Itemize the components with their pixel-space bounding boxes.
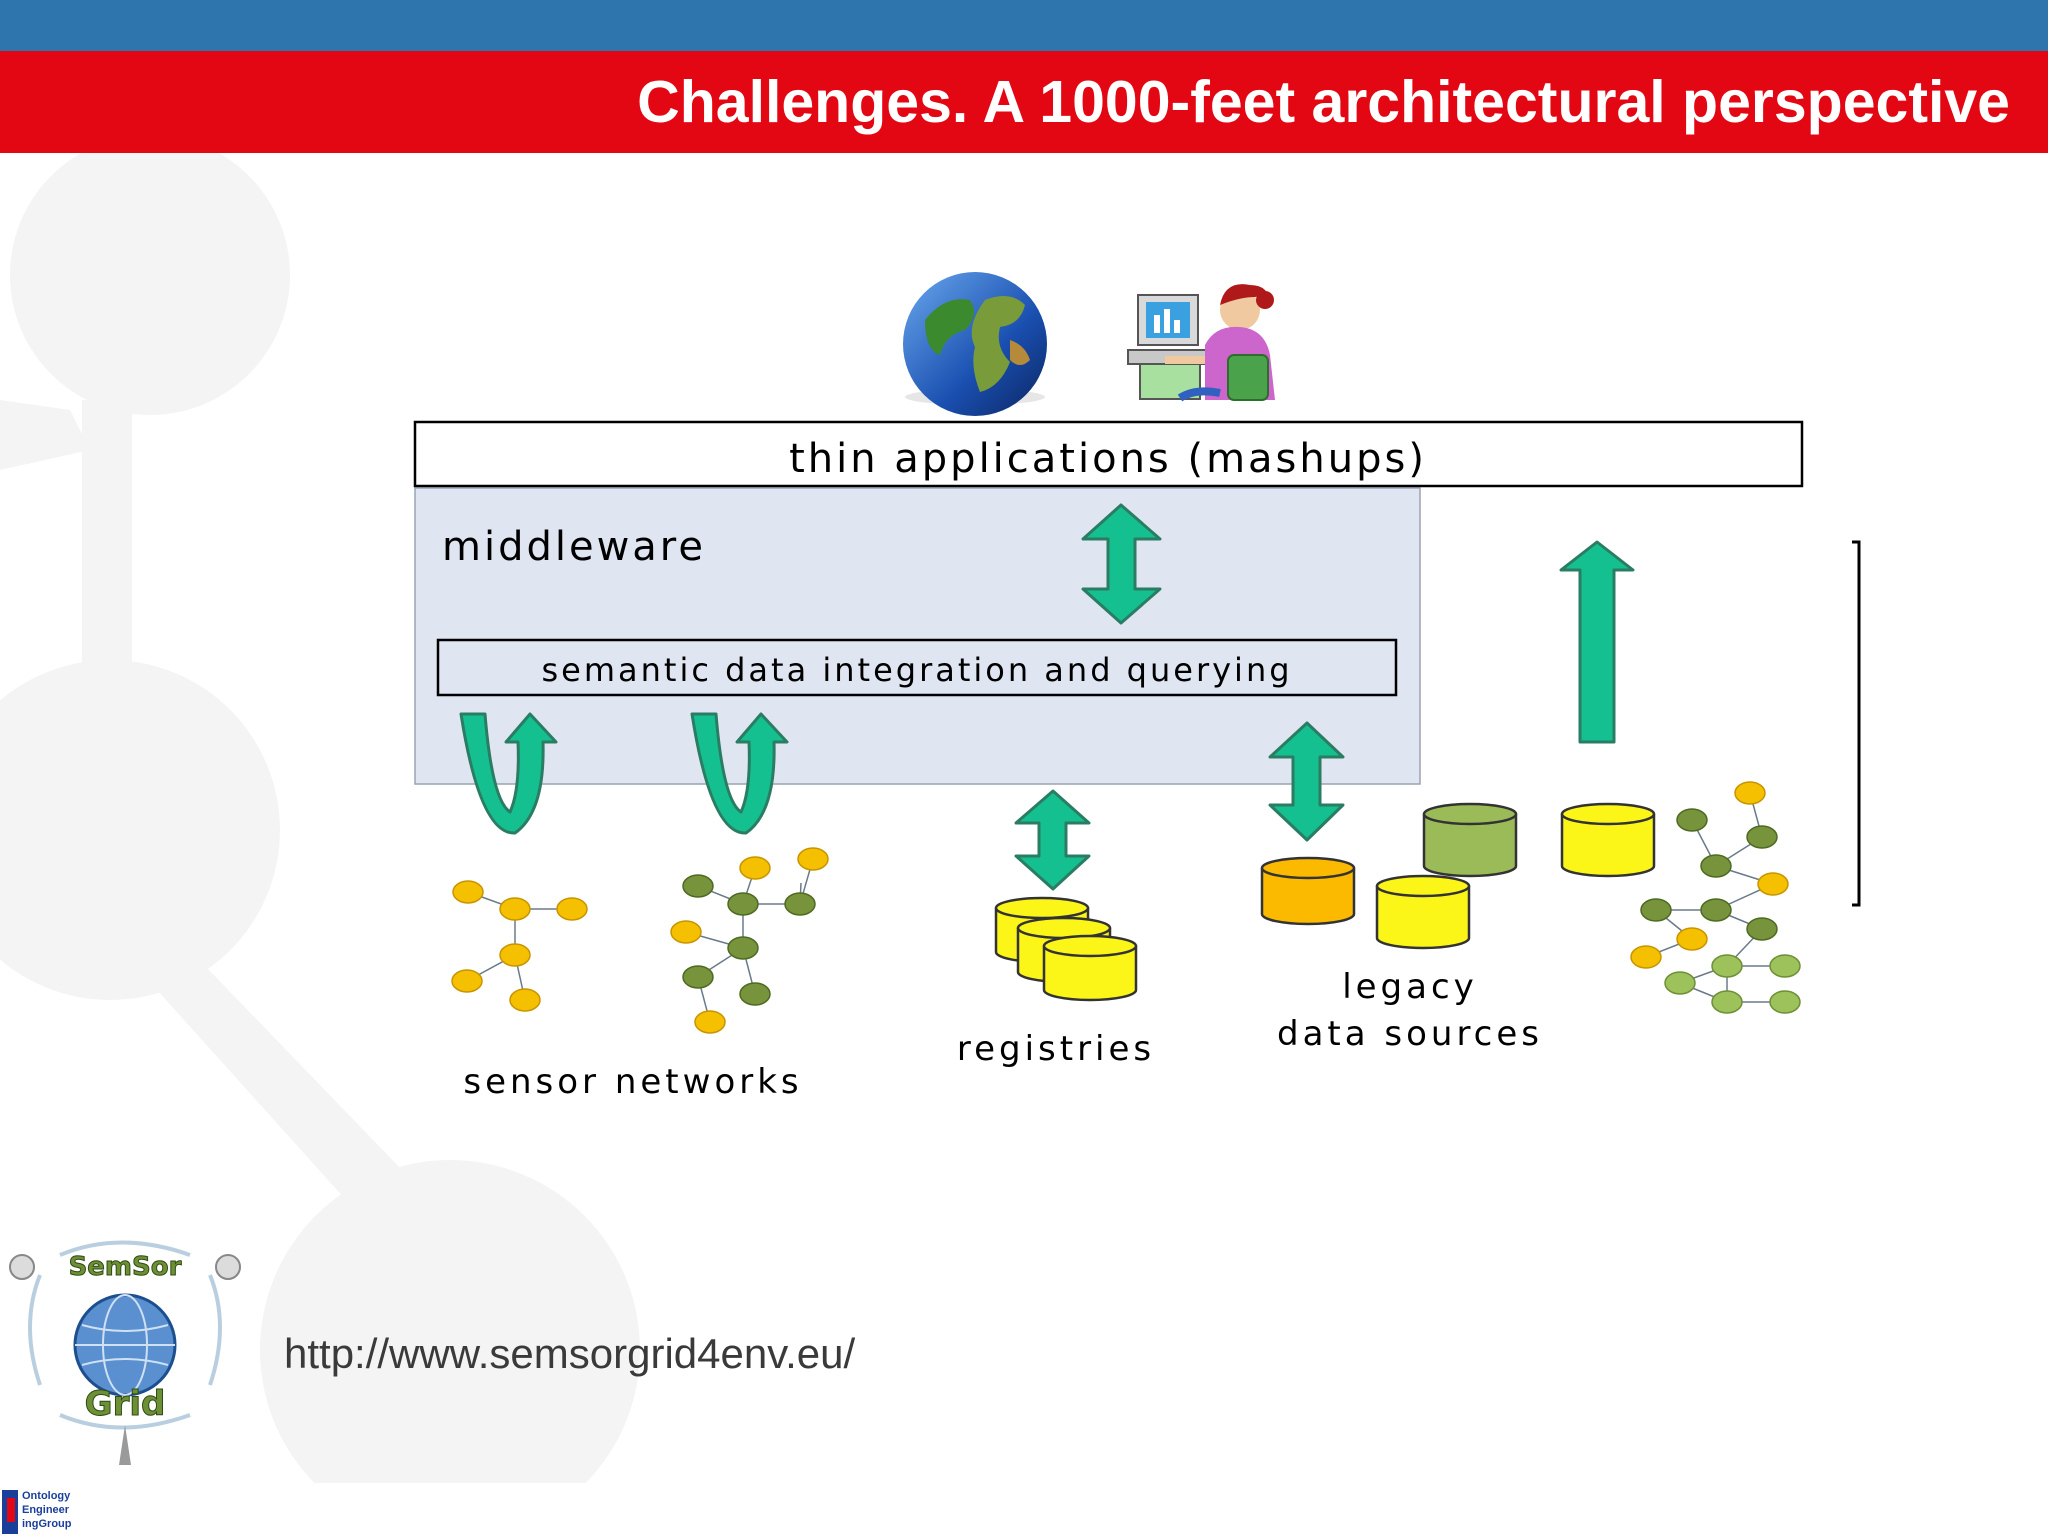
title-band <box>0 51 2048 153</box>
oeg-logo-text-3: ingGroup <box>22 1518 72 1530</box>
up-arrow-icon <box>1559 540 1635 744</box>
u-turn-arrow-icon <box>690 712 789 835</box>
user-at-computer-icon <box>1127 284 1275 402</box>
database-icon <box>1560 802 1656 878</box>
project-url-link[interactable]: http://www.semsorgrid4env.eu/ <box>284 1330 856 1377</box>
thin-applications-box <box>413 420 1804 488</box>
network-graph-icon <box>1630 781 1801 1014</box>
top-band <box>0 0 2048 51</box>
sensor-networks-label: sensor networks <box>463 1062 802 1102</box>
globe-icon <box>903 272 1047 416</box>
middleware-panel <box>414 487 1421 785</box>
semantic-integration-label: semantic data integration and querying <box>541 651 1292 689</box>
u-turn-arrow-icon <box>459 712 558 835</box>
oeg-logo-text-2: Engineer <box>22 1504 70 1516</box>
database-icon <box>1422 802 1518 878</box>
legacy-label-line2: data sources <box>1277 1014 1543 1054</box>
background-decoration <box>0 153 640 1483</box>
double-arrow-icon <box>1268 721 1345 842</box>
oeg-logo-mark-accent <box>7 1498 15 1522</box>
network-graph-icon <box>670 847 829 1034</box>
middleware-label: middleware <box>442 524 706 570</box>
double-arrow-icon <box>1081 503 1162 625</box>
network-graph-icon <box>451 880 588 1012</box>
semsorgrid-logo-bottom-text: Grid <box>85 1384 166 1424</box>
legacy-label-line1: legacy <box>1342 967 1478 1007</box>
database-icon <box>994 896 1138 1002</box>
semantic-integration-box <box>436 638 1398 697</box>
oeg-logo: Ontology Engineer ingGroup <box>2 1490 72 1534</box>
right-bracket <box>1852 540 1861 907</box>
oeg-logo-text-1: Ontology <box>22 1490 71 1502</box>
database-icon <box>1260 856 1356 926</box>
database-icon <box>1375 874 1471 950</box>
semsorgrid-logo: SemSor Grid <box>9 1240 241 1465</box>
double-arrow-icon <box>1014 789 1091 891</box>
slide-title: Challenges. A 1000-feet architectural pe… <box>637 69 2010 135</box>
semsorgrid-logo-top-text: SemSor <box>69 1252 182 1282</box>
thin-applications-label: thin applications (mashups) <box>789 436 1427 482</box>
registries-label: registries <box>957 1029 1155 1069</box>
